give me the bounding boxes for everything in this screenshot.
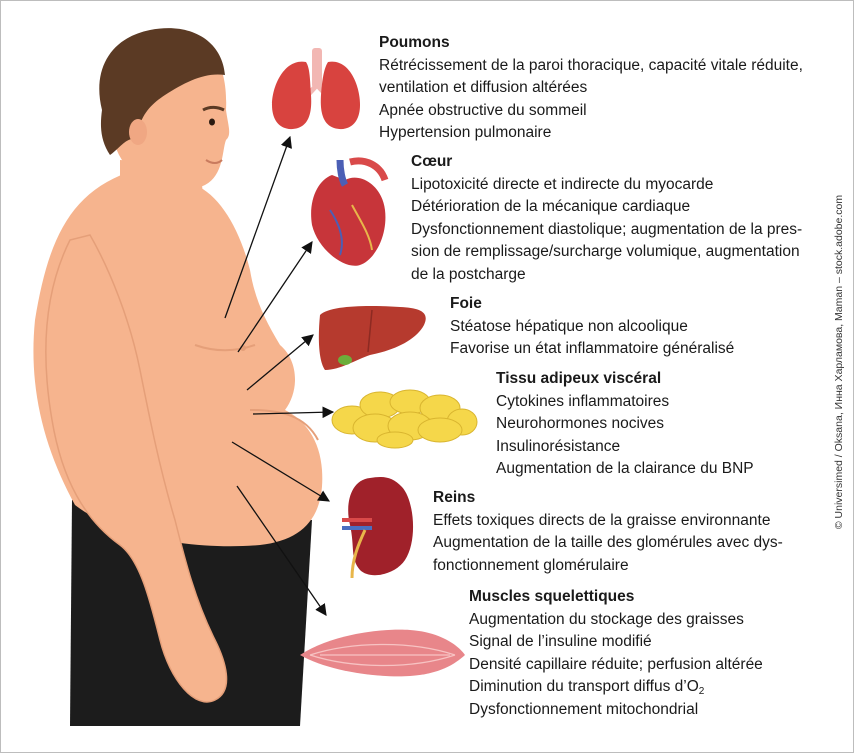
person-figure bbox=[33, 28, 323, 726]
section-poumons: Poumons Rétrécissement de la paroi thora… bbox=[379, 32, 803, 145]
section-line: Apnée obstructive du sommeil bbox=[379, 101, 587, 119]
section-foie: Foie Stéatose hépatique non alcoolique F… bbox=[450, 293, 734, 361]
visceral-fat-icon bbox=[331, 389, 478, 449]
section-title: Reins bbox=[433, 489, 476, 506]
mouth bbox=[205, 159, 223, 164]
arm bbox=[45, 234, 228, 703]
section-line: Cytokines inflammatoires bbox=[496, 392, 670, 410]
lungs-icon bbox=[272, 48, 360, 130]
eyebrow bbox=[202, 105, 225, 112]
credit-text: © Universimed / Oksana, Инна Харламова, … bbox=[833, 194, 845, 530]
section-coeur: Cœur Lipotoxicité directe et indirecte d… bbox=[411, 151, 802, 286]
section-line: Densité capillaire réduite; perfusion al… bbox=[469, 655, 763, 673]
arrow-muscles bbox=[236, 485, 327, 616]
arrow-reins bbox=[231, 441, 330, 502]
section-line: Neurohormones nocives bbox=[496, 415, 665, 432]
arrows bbox=[224, 135, 335, 616]
heart-icon bbox=[311, 157, 389, 266]
section-line: sion de remplissage/surcharge volumique,… bbox=[411, 243, 800, 260]
section-line: Augmentation de la taille des glomérules… bbox=[433, 534, 783, 551]
section-line: Dysfonctionnement diastolique; augmentat… bbox=[411, 220, 803, 238]
section-line: Stéatose hépatique non alcoolique bbox=[450, 317, 688, 335]
section-title: Muscles squelettiques bbox=[469, 588, 635, 605]
o2-text: Diminution du transport diffus d’O bbox=[469, 678, 699, 695]
arrow-foie bbox=[246, 334, 314, 391]
section-muscles: Muscles squelettiques Augmentation du st… bbox=[469, 586, 763, 721]
section-line: Dysfonctionnement mitochondrial bbox=[469, 700, 699, 718]
section-line: Insulinorésistance bbox=[496, 437, 621, 455]
section-line: fonctionnement glomérulaire bbox=[433, 556, 629, 574]
section-title: Foie bbox=[450, 295, 482, 312]
section-line: Rétrécissement de la paroi thoracique, c… bbox=[379, 56, 803, 74]
section-line: Augmentation du stockage des graisses bbox=[469, 610, 744, 628]
arrow-coeur bbox=[237, 241, 313, 353]
section-title: Poumons bbox=[379, 34, 450, 51]
eye bbox=[209, 118, 215, 126]
hair bbox=[99, 28, 225, 155]
section-line: Favorise un état inflammatoire généralis… bbox=[450, 340, 735, 357]
arrow-tissu bbox=[252, 406, 335, 419]
kidney-icon bbox=[342, 476, 414, 579]
section-line-o2: Diminution du transport diffus d’O2 bbox=[469, 676, 763, 699]
ear bbox=[129, 119, 147, 145]
o2-subscript: 2 bbox=[698, 686, 705, 697]
section-reins: Reins Effets toxiques directs de la grai… bbox=[433, 487, 783, 577]
section-line: Signal de l’insuline modifié bbox=[469, 633, 652, 650]
chest-line bbox=[194, 344, 256, 352]
section-line: Augmentation de la clairance du BNP bbox=[496, 460, 754, 477]
section-line: de la postcharge bbox=[411, 265, 526, 283]
section-title: Tissu adipeux viscéral bbox=[496, 370, 662, 387]
arrow-poumons bbox=[224, 135, 292, 319]
section-line: ventilation et diffusion altérées bbox=[379, 79, 588, 96]
section-line: Effets toxiques directs de la graisse en… bbox=[433, 511, 771, 529]
belly-fold bbox=[249, 409, 319, 441]
section-line: Lipotoxicité directe et indirecte du myo… bbox=[411, 175, 714, 193]
liver-icon bbox=[318, 305, 426, 370]
section-title: Cœur bbox=[411, 153, 453, 170]
muscle-icon bbox=[300, 629, 465, 677]
section-line: Détérioration de la mécanique cardiaque bbox=[411, 198, 691, 215]
section-line: Hypertension pulmonaire bbox=[379, 124, 552, 141]
section-tissu-adipeux: Tissu adipeux viscéral Cytokines inflamm… bbox=[496, 368, 754, 481]
